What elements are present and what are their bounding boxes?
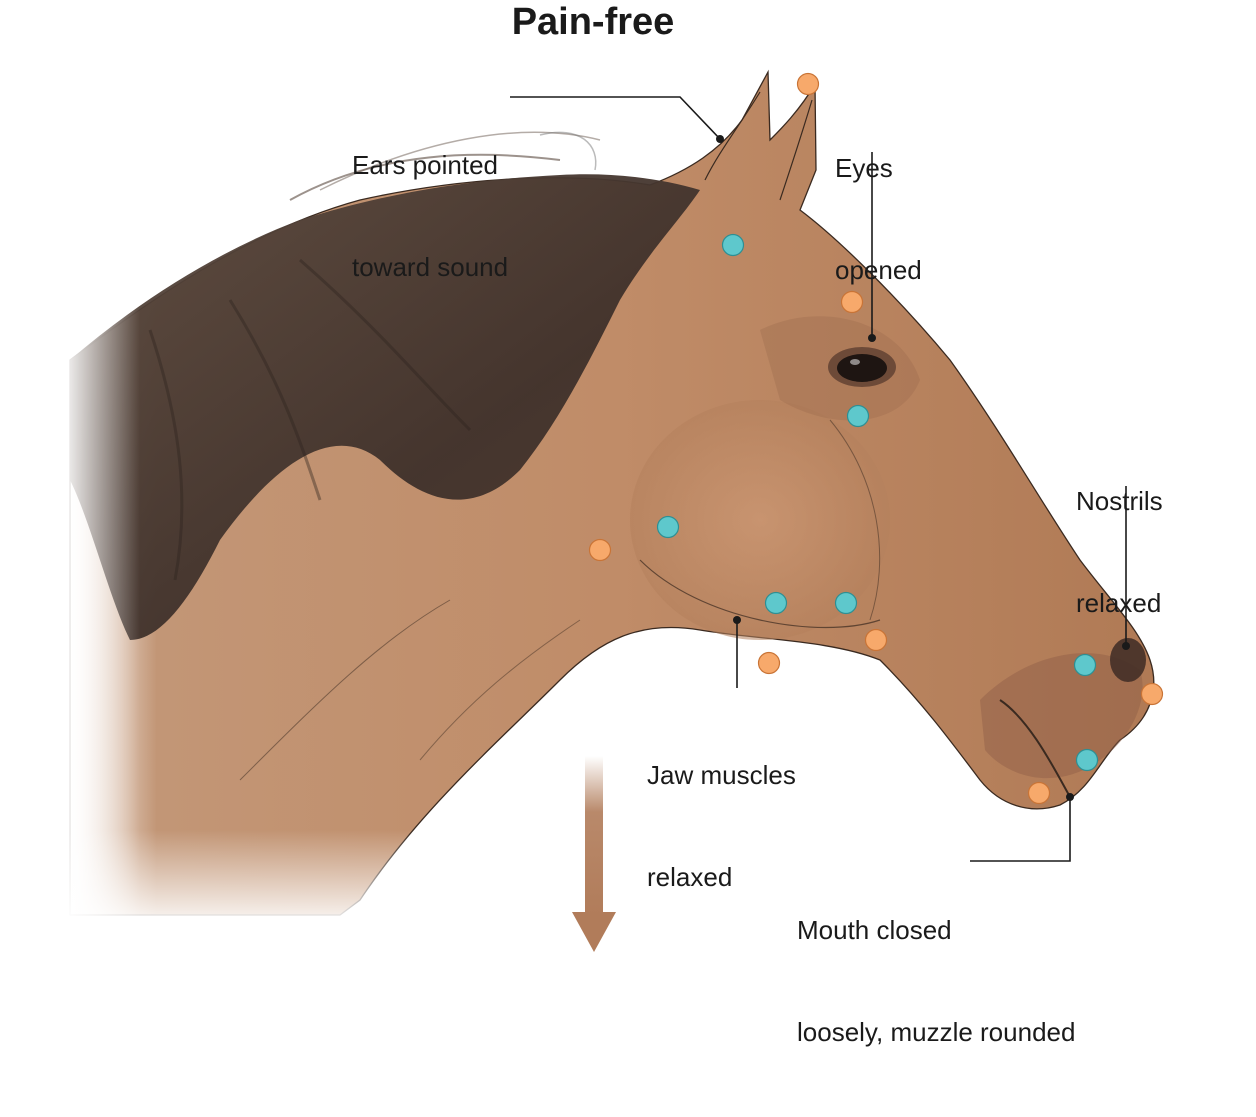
horse-mouth [999, 699, 1071, 798]
orange-marker [1140, 682, 1164, 706]
nostrils-label-line-2: relaxed [1076, 588, 1162, 618]
ears-label-line-2: toward sound [352, 252, 509, 282]
nostrils-label-line-1: Nostrils [1076, 486, 1163, 516]
mane-shape [70, 174, 700, 640]
teal-marker [834, 591, 858, 615]
teal-marker [1073, 653, 1097, 677]
teal-marker [1075, 748, 1099, 772]
jaw-label-line-2: relaxed [647, 862, 733, 892]
orange-marker [796, 72, 820, 96]
orange-markers [588, 72, 1164, 805]
mouth-anchor-dot [1066, 793, 1074, 801]
diagram-canvas: Pain-free [60, 1, 1164, 1047]
ears-label: Ears pointed toward sound [352, 80, 508, 352]
leader-lines [510, 96, 1127, 862]
eyes-label-line-1: Eyes [835, 153, 893, 183]
eyes-anchor-dot [868, 334, 876, 342]
nostrils-label: Nostrils relaxed [1076, 416, 1163, 688]
teal-marker [764, 591, 788, 615]
diagram-title: Pain-free [511, 1, 675, 43]
mouth-label-line-2: loosely, muzzle rounded [797, 1017, 1076, 1047]
teal-marker [721, 233, 745, 257]
orange-marker [1027, 781, 1051, 805]
mouth-leader-line [970, 797, 1071, 862]
orange-marker [864, 628, 888, 652]
orange-marker [757, 651, 781, 675]
teal-markers [656, 233, 1099, 772]
jaw-label-line-1: Jaw muscles [647, 760, 796, 790]
ears-leader-line [510, 96, 721, 140]
mouth-label: Mouth closed loosely, muzzle rounded [797, 845, 1075, 1117]
jaw-anchor-dot [733, 616, 741, 624]
ears-label-line-1: Ears pointed [352, 150, 498, 180]
eyes-label: Eyes opened [835, 83, 922, 355]
ears-anchor-dot [716, 135, 724, 143]
jaw-label: Jaw muscles relaxed [647, 690, 796, 962]
horse-eye [828, 347, 896, 387]
horse-illustration [60, 69, 1164, 952]
mouth-label-line-1: Mouth closed [797, 915, 952, 945]
orange-marker [840, 290, 864, 314]
horse-nostril [1110, 638, 1146, 682]
down-arrow-icon [572, 756, 616, 952]
teal-marker [656, 515, 680, 539]
eyes-label-line-2: opened [835, 255, 922, 285]
orange-marker [588, 538, 612, 562]
nostrils-anchor-dot [1122, 642, 1130, 650]
teal-marker [846, 404, 870, 428]
